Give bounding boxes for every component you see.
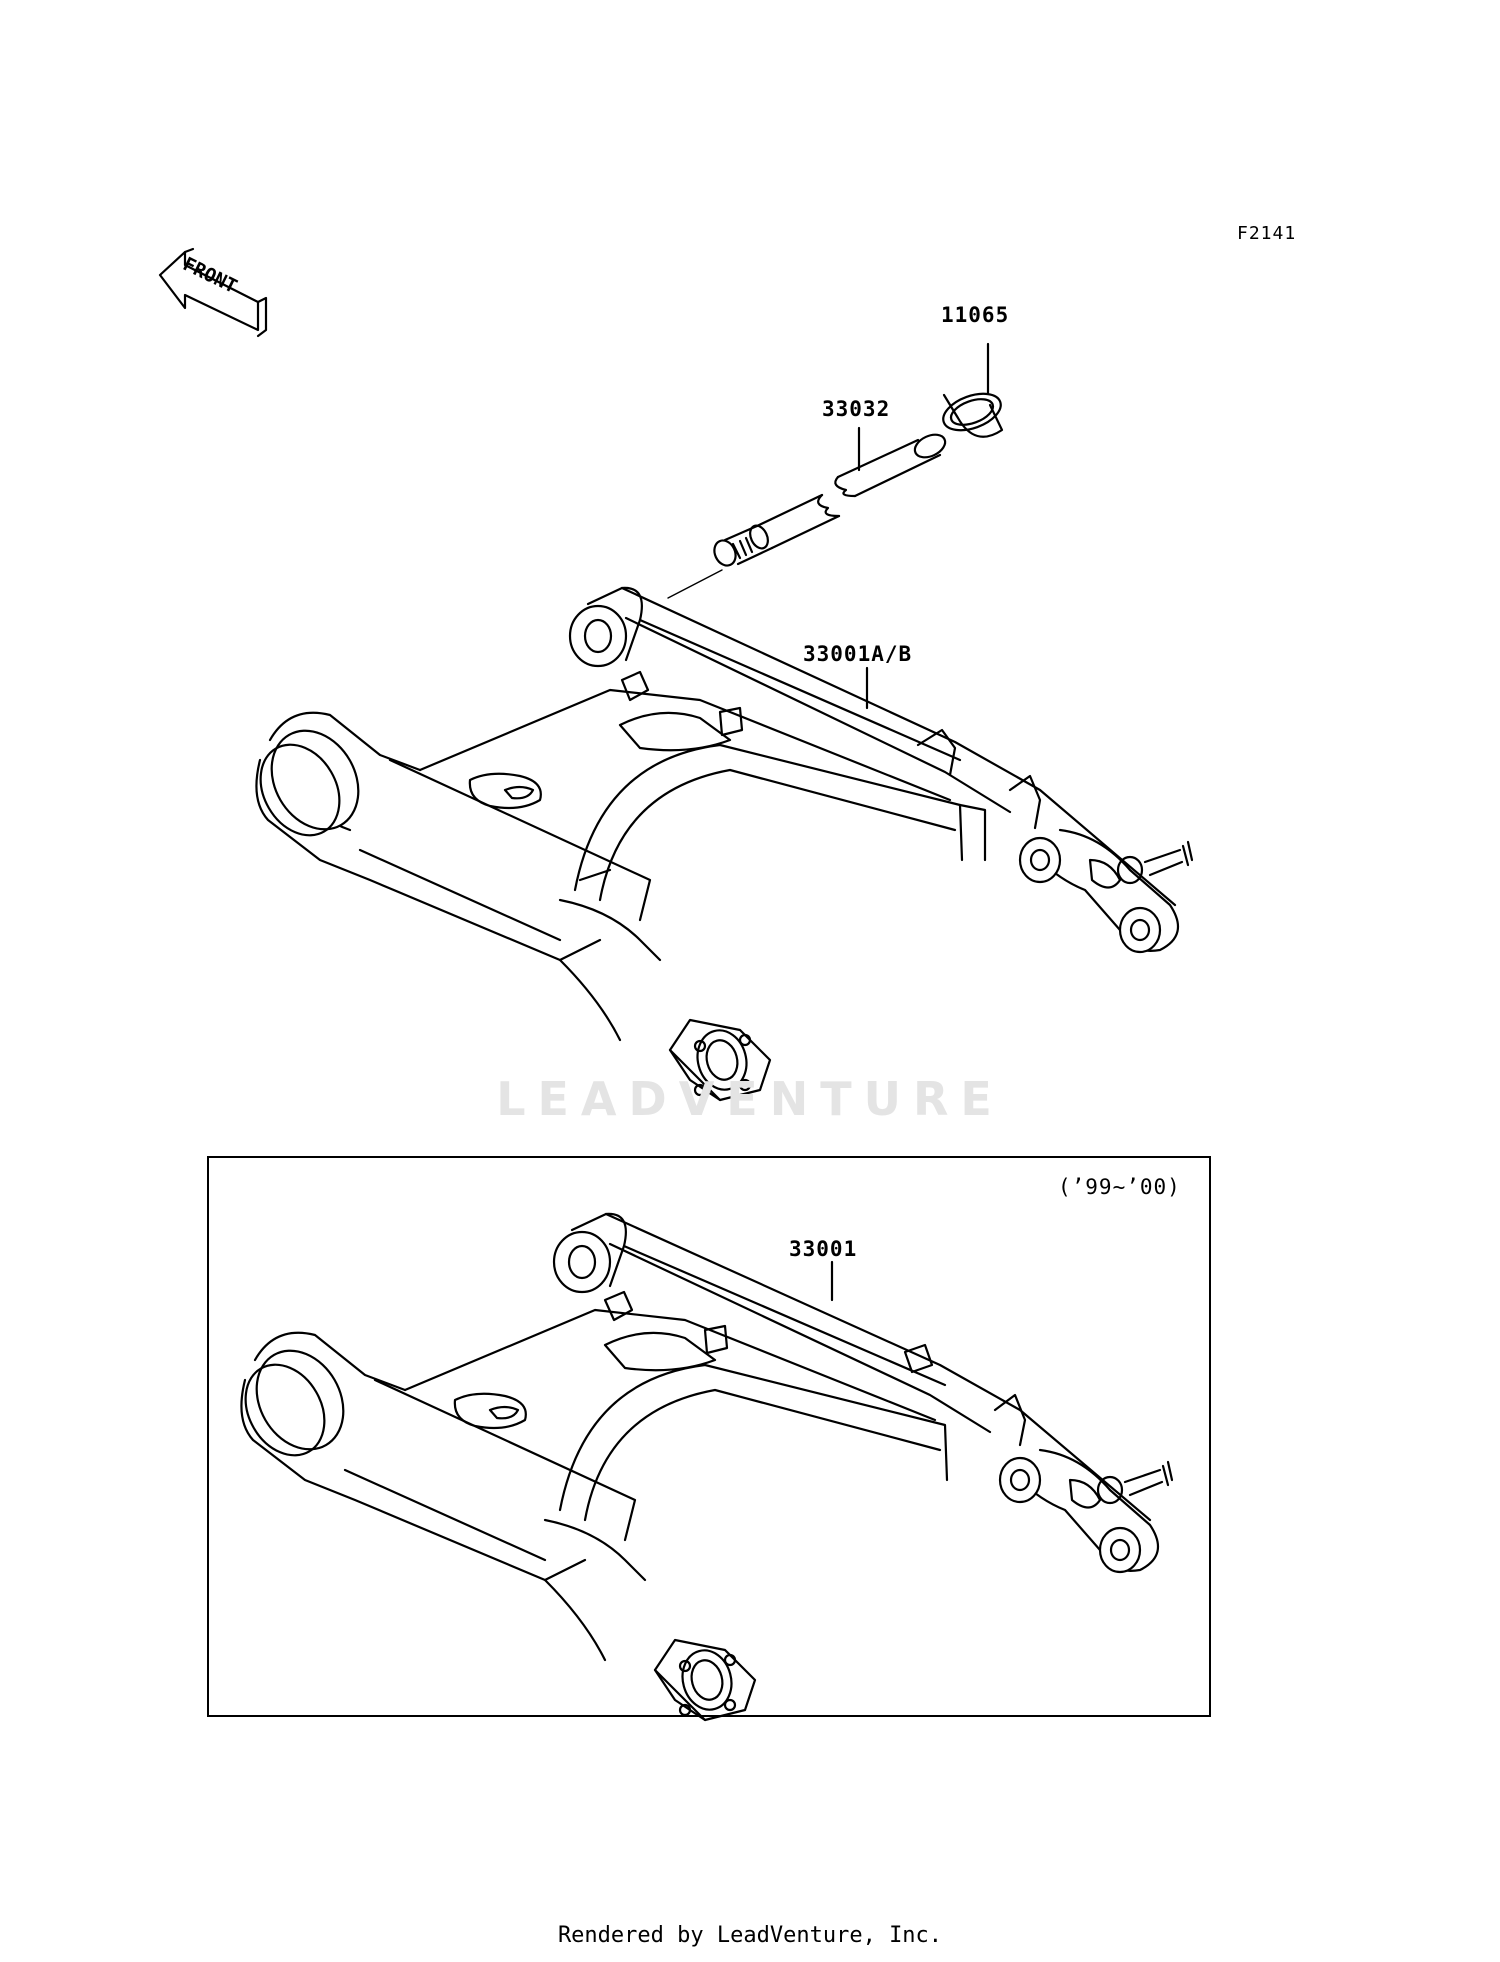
diagram-reference-code: F2141: [1237, 223, 1297, 244]
inset-frame: [207, 1156, 1211, 1717]
part-label-cap[interactable]: 11065: [941, 303, 1010, 327]
part-label-swingarm-inset[interactable]: 33001: [789, 1237, 858, 1261]
shaft-33032: [667, 426, 947, 599]
inset-year-range: (’99~’00): [1058, 1175, 1181, 1199]
swingarm-33001-inset: [240, 1212, 1174, 1722]
part-label-shaft[interactable]: 33032: [822, 397, 891, 421]
watermark: LEADVENTURE: [496, 1072, 1004, 1126]
footer-credit: Rendered by LeadVenture, Inc.: [557, 1923, 943, 1948]
cap-11065: [942, 342, 1004, 438]
swingarm-33001ab: [255, 586, 1194, 1102]
front-arrow-icon: FRONT: [158, 247, 268, 338]
part-label-swingarm-main[interactable]: 33001A/B: [803, 642, 913, 666]
